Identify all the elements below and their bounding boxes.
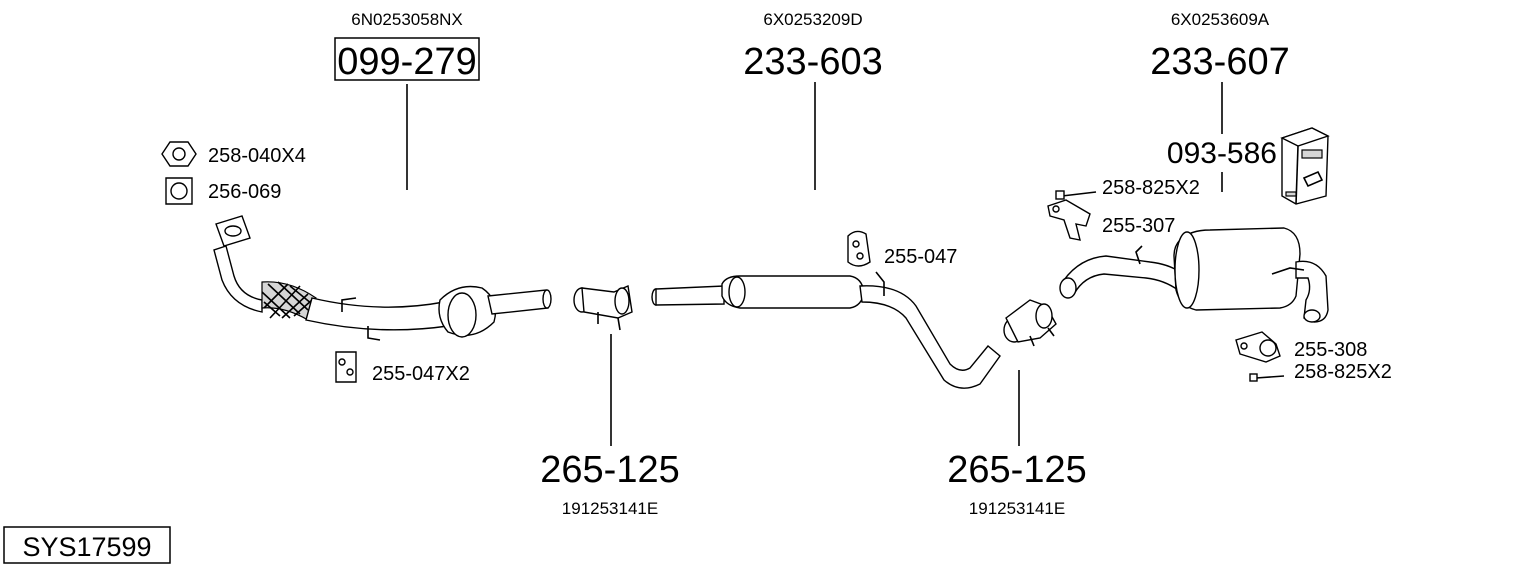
part-number-bolts-rear[interactable]: 258-825X2 bbox=[1102, 177, 1200, 199]
part-number-bolts-mount[interactable]: 258-825X2 bbox=[1294, 361, 1392, 383]
mounting-kit-icon bbox=[1280, 127, 1330, 205]
system-id-box bbox=[3, 526, 171, 564]
system-id: SYS17599 bbox=[22, 532, 151, 562]
rubber-mount-icon bbox=[1235, 331, 1281, 363]
bracket-icon bbox=[1047, 199, 1091, 241]
rubber-hanger-icon bbox=[847, 230, 871, 267]
part-number-nuts[interactable]: 258-040X4 bbox=[208, 145, 306, 167]
part-number-bracket-rear[interactable]: 255-307 bbox=[1102, 215, 1175, 237]
bolt-icon bbox=[1055, 190, 1097, 200]
rubber-hanger-icon bbox=[335, 351, 357, 383]
gasket-icon bbox=[165, 177, 193, 205]
clamp-icon[interactable] bbox=[1003, 299, 1057, 347]
part-number-middle-silencer[interactable]: 233-603 bbox=[743, 41, 882, 83]
part-number-gasket[interactable]: 256-069 bbox=[208, 181, 281, 203]
oem-number-clamp-1: 191253141E bbox=[562, 499, 658, 518]
oem-number-clamp-2: 191253141E bbox=[969, 499, 1065, 518]
oem-number-rear-silencer: 6X0253609A bbox=[1171, 10, 1270, 29]
part-number-clamp-2[interactable]: 265-125 bbox=[947, 449, 1086, 491]
oem-number-middle-silencer: 6X0253209D bbox=[763, 10, 862, 29]
part-number-box bbox=[334, 37, 480, 81]
part-number-hangers-front[interactable]: 255-047X2 bbox=[372, 363, 470, 385]
bolt-icon bbox=[1249, 373, 1285, 382]
front-pipe-catalytic-converter[interactable] bbox=[213, 215, 552, 341]
part-number-clamp-1[interactable]: 265-125 bbox=[540, 449, 679, 491]
middle-silencer[interactable] bbox=[651, 271, 1001, 389]
part-number-rear-silencer[interactable]: 233-607 bbox=[1150, 41, 1289, 83]
rear-silencer[interactable] bbox=[1059, 227, 1329, 323]
part-number-mount-rear[interactable]: 255-308 bbox=[1294, 339, 1367, 361]
nut-icon bbox=[161, 141, 197, 167]
oem-number-front-pipe: 6N0253058NX bbox=[351, 10, 463, 29]
part-number-mounting-kit[interactable]: 093-586 bbox=[1167, 137, 1277, 170]
part-number-hanger-middle[interactable]: 255-047 bbox=[884, 246, 957, 268]
part-number-front-pipe[interactable]: 099-279 bbox=[337, 41, 476, 83]
clamp-icon[interactable] bbox=[573, 285, 633, 331]
